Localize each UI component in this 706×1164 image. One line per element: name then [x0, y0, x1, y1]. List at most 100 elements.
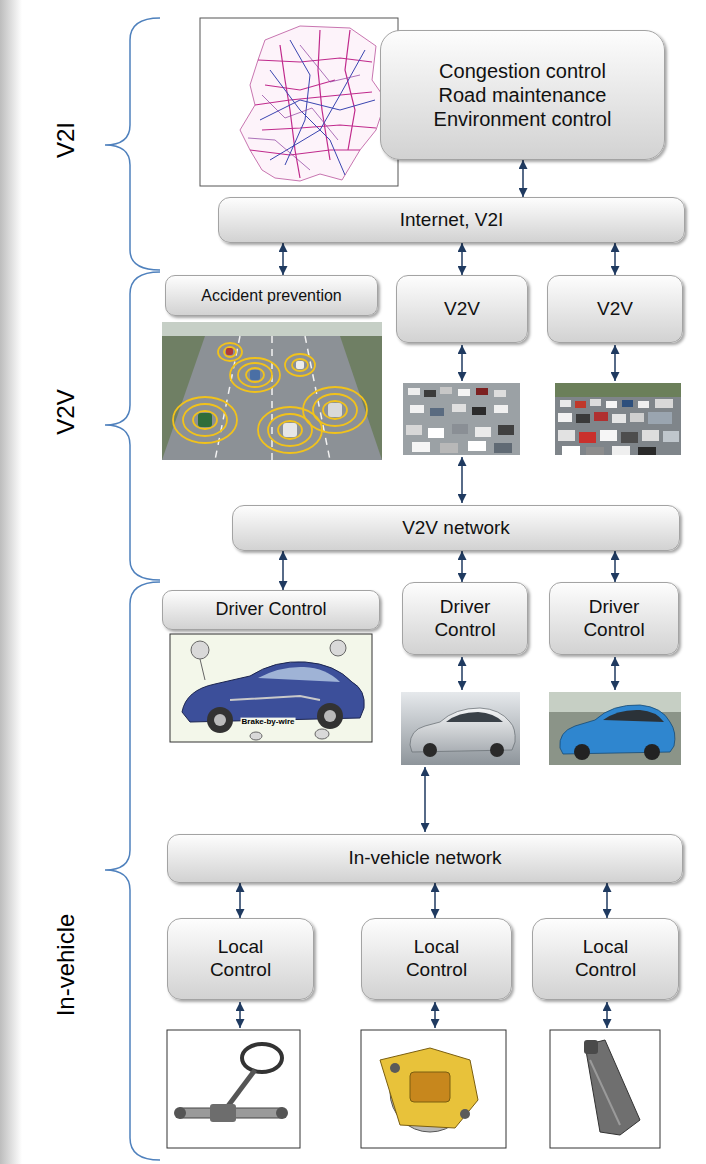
traffic-jam-photo: [555, 383, 681, 397]
road-map: [250, 30, 376, 178]
road-map: [280, 45, 300, 178]
highway-photo: [162, 322, 382, 336]
layer-label: V2V: [53, 389, 79, 434]
connector-arrow: [614, 551, 616, 582]
brake-caliper-illustration: [390, 1063, 400, 1073]
parking-photo: [472, 407, 486, 415]
node-text: Accident prevention: [201, 286, 342, 305]
steering-illustration: [167, 1030, 300, 1148]
connector-arrow: [282, 551, 284, 590]
connector-arrow: [461, 243, 463, 275]
connector-arrow: [239, 883, 241, 918]
layer-bracket: [105, 582, 160, 1160]
blue-car-photo: [549, 692, 681, 765]
road-map: [265, 80, 335, 90]
control-box: Local Control: [532, 918, 679, 1000]
parking-photo: [494, 390, 506, 397]
highway-photo: [296, 361, 304, 369]
control-box: Driver Control: [549, 582, 679, 655]
highway-photo: [250, 370, 260, 380]
highway-photo: [218, 343, 242, 361]
brake-caliper-illustration: [361, 1030, 506, 1148]
traffic-jam-photo: [600, 430, 617, 441]
silver-car-photo: [423, 743, 437, 757]
parking-photo: [440, 387, 452, 394]
steering-illustration: [167, 1030, 300, 1148]
car-cutaway-illustration: [200, 659, 205, 680]
road-map: [262, 95, 338, 140]
function-box: V2V: [396, 275, 528, 343]
node-text: Local Control: [392, 936, 482, 982]
highway-photo: [226, 348, 233, 355]
image-link-arrow: [461, 657, 463, 690]
blue-car-photo: [549, 692, 681, 765]
brake-caliper-illustration: [361, 1030, 506, 1148]
highway-photo: [323, 401, 347, 419]
traffic-jam-photo: [638, 447, 656, 455]
car-cutaway-illustration: [258, 667, 340, 682]
car-cutaway-illustration: [230, 696, 320, 700]
silver-car-photo: [401, 692, 520, 765]
node-text: Driver Control: [215, 599, 326, 621]
highway-photo: [313, 394, 357, 426]
image-link-arrow: [614, 345, 616, 381]
goal-box: Congestion controlRoad maintenanceEnviro…: [380, 30, 665, 160]
network-bar: V2V network: [232, 505, 680, 551]
node-text: Congestion control: [439, 59, 606, 83]
road-map: [270, 70, 345, 175]
car-cutaway-illustration: [191, 641, 209, 659]
network-bar: In-vehicle network: [167, 834, 683, 883]
traffic-jam-photo: [562, 446, 580, 455]
node-text: Driver Control: [564, 596, 664, 642]
highway-photo: [292, 359, 308, 371]
car-cutaway-illustration: [324, 710, 336, 722]
parking-photo: [475, 427, 491, 437]
highway-photo: [278, 421, 302, 439]
layer-bracket: [105, 18, 160, 270]
image-link-arrow: [614, 657, 616, 690]
traffic-jam-photo: [558, 399, 679, 455]
node-text: In-vehicle network: [348, 847, 501, 870]
traffic-jam-photo: [576, 414, 590, 423]
node-text: Driver Control: [415, 596, 515, 642]
traffic-jam-photo: [606, 401, 617, 408]
road-map: [300, 45, 360, 82]
traffic-jam-photo: [594, 412, 608, 421]
traffic-jam-photo: [575, 401, 586, 408]
parking-photo: [440, 443, 458, 453]
image-link-arrow: [424, 767, 426, 832]
network-bar: Internet, V2I: [218, 197, 685, 243]
highway-photo: [162, 336, 382, 460]
traffic-jam-photo: [648, 412, 672, 424]
car-cutaway-illustration: [317, 703, 343, 729]
connector-arrow: [614, 243, 616, 275]
highway-photo: [230, 358, 280, 392]
node-text: V2V: [597, 298, 633, 321]
highway-photo: [224, 347, 236, 357]
traffic-jam-photo: [590, 399, 601, 406]
road-map: [345, 30, 355, 150]
highway-photo: [303, 387, 367, 433]
highway-photo: [258, 407, 322, 453]
parking-photo: [406, 387, 514, 453]
part-label: Brake-by-wire: [241, 718, 296, 727]
node-text: Road maintenance: [439, 83, 607, 107]
traffic-jam-photo: [555, 383, 681, 455]
control-box: Local Control: [167, 918, 314, 1000]
parking-photo: [494, 443, 512, 453]
car-cutaway-illustration: [207, 707, 233, 733]
traffic-jam-photo: [558, 430, 575, 441]
highway-photo: [193, 411, 217, 429]
control-box: Driver Control: [402, 582, 528, 655]
function-box: V2V: [547, 275, 683, 343]
image-link-arrow: [434, 1002, 436, 1028]
highway-photo: [173, 397, 237, 443]
silver-car-photo: [490, 743, 504, 757]
steering-illustration: [174, 1107, 186, 1119]
road-map: [200, 18, 398, 186]
road-map: [248, 138, 310, 170]
highway-photo: [328, 403, 342, 417]
traffic-jam-photo: [555, 383, 681, 455]
highway-photo: [285, 354, 315, 376]
